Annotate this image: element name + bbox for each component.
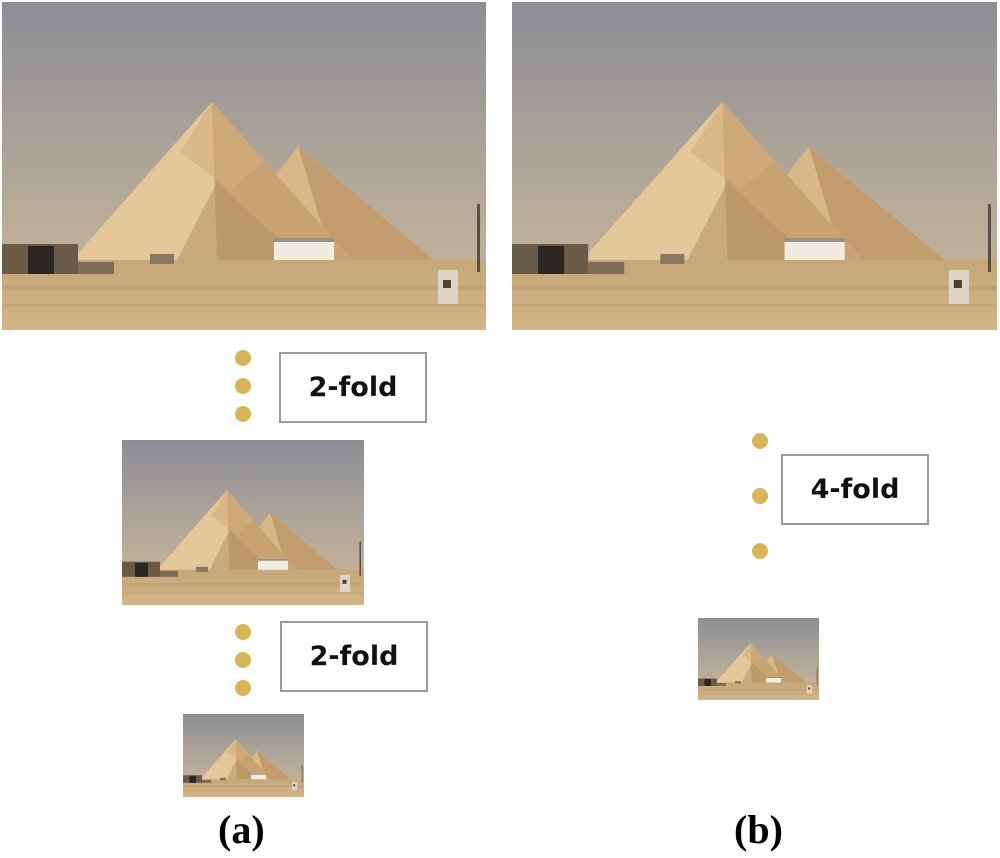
panel-b-caption: (b): [734, 807, 783, 852]
ellipsis-dot: [235, 680, 251, 696]
panel-b-original-photo: [512, 2, 997, 330]
ellipsis-dot: [235, 406, 251, 422]
panel-a-quarter-photo: [183, 714, 304, 797]
pyramids-photo-icon: [183, 714, 304, 797]
downsample-label-top: 2-fold: [279, 352, 427, 423]
downsample-label: 4-fold: [781, 454, 929, 525]
pyramids-photo-icon: [698, 618, 819, 700]
pyramids-photo-icon: [122, 440, 364, 605]
panel-a-caption: (a): [218, 807, 265, 852]
pyramids-photo-icon: [2, 2, 486, 330]
ellipsis-dot: [235, 652, 251, 668]
pyramids-photo-icon: [512, 2, 997, 330]
panel-b-quarter-photo: [698, 618, 819, 700]
downsample-label-bottom: 2-fold: [280, 621, 428, 692]
ellipsis-dot: [752, 488, 768, 504]
ellipsis-dot: [235, 624, 251, 640]
ellipsis-dot: [752, 543, 768, 559]
panel-a-original-photo: [2, 2, 486, 330]
ellipsis-dot: [235, 378, 251, 394]
ellipsis-dot: [235, 350, 251, 366]
panel-a-half-photo: [122, 440, 364, 605]
ellipsis-dot: [752, 433, 768, 449]
